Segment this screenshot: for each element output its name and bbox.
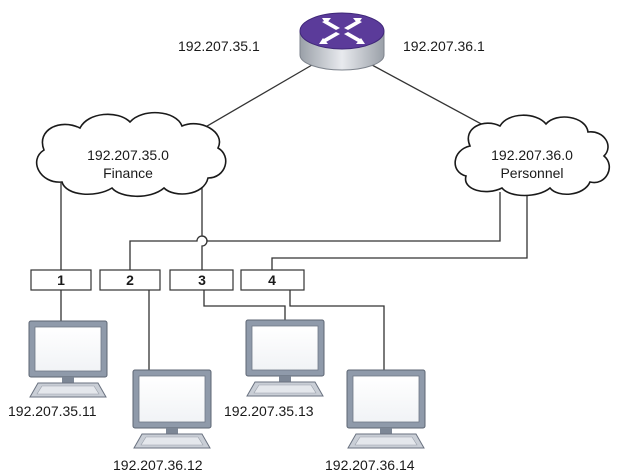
personnel-port2-link	[129, 192, 501, 270]
finance-port3-link	[201, 185, 208, 270]
port-3-label: 3	[198, 272, 206, 288]
computer-3-icon	[245, 319, 325, 397]
computer-4-icon	[346, 369, 426, 449]
router-personnel-link	[371, 64, 499, 134]
finance-network-name: Finance	[103, 165, 153, 181]
computer-2-ip: 192.207.36.12	[113, 457, 203, 473]
computer-3-ip: 192.207.35.13	[224, 403, 314, 419]
port-1-label: 1	[57, 272, 65, 288]
port-2: 2	[99, 269, 161, 291]
computer-4-ip: 192.207.36.14	[325, 457, 415, 473]
personnel-cloud-icon	[454, 114, 610, 197]
router-finance-link	[189, 64, 313, 137]
port-4: 4	[240, 269, 305, 291]
port-4-label: 4	[268, 272, 276, 288]
port3-pc3-link	[203, 290, 286, 320]
computer-1-ip: 192.207.35.11	[8, 403, 97, 419]
personnel-network-ip: 192.207.36.0	[491, 147, 573, 163]
personnel-port4-link	[271, 190, 528, 270]
connection-lines	[60, 64, 528, 370]
router-icon	[299, 12, 385, 71]
router-left-ip: 192.207.35.1	[178, 38, 260, 54]
finance-network-ip: 192.207.35.0	[87, 147, 169, 163]
finance-cloud-icon	[35, 111, 227, 198]
computer-2-icon	[132, 369, 212, 449]
personnel-network-name: Personnel	[500, 165, 563, 181]
port-1: 1	[30, 269, 92, 291]
port-3: 3	[169, 269, 234, 291]
port-2-label: 2	[126, 272, 134, 288]
router-right-ip: 192.207.36.1	[403, 38, 485, 54]
port4-pc4-link	[289, 290, 385, 370]
computer-1-icon	[28, 320, 108, 398]
